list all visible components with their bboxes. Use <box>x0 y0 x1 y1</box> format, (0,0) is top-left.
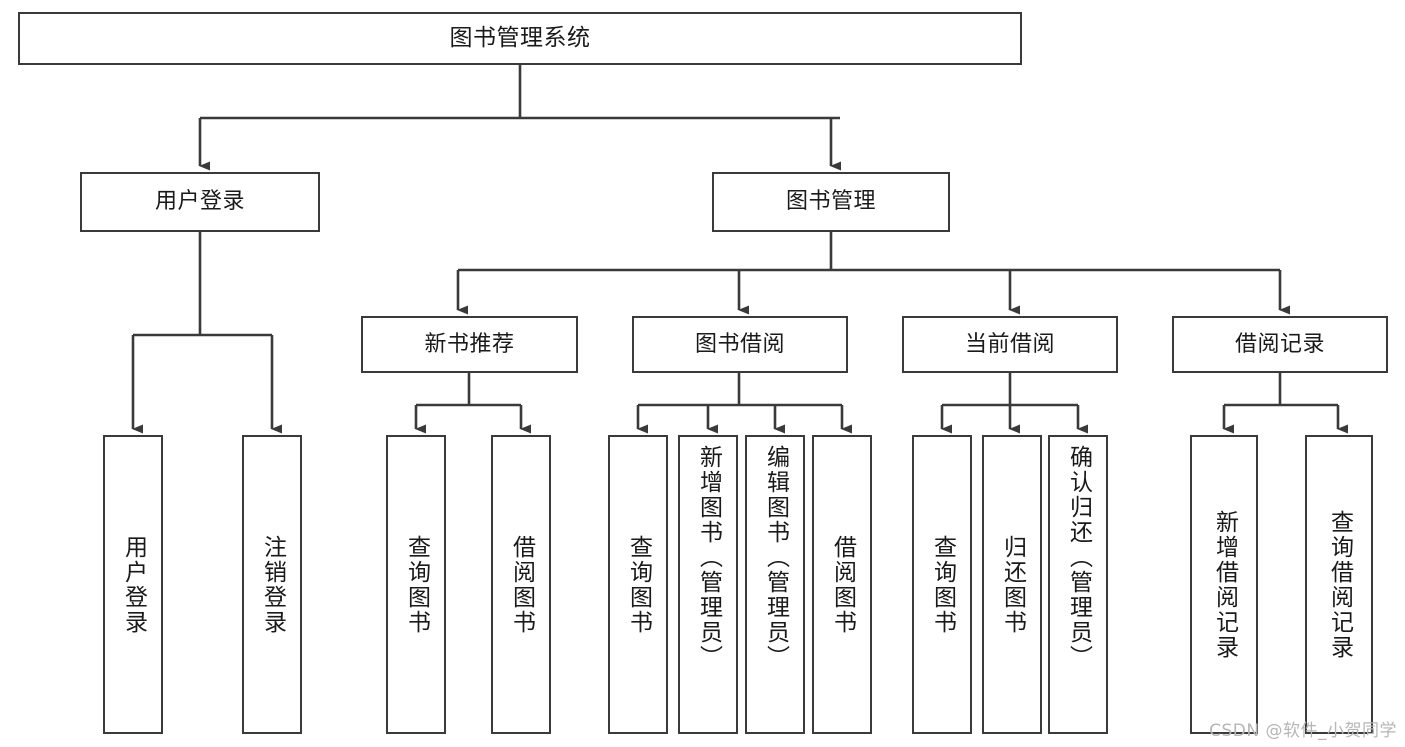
leaf-query-book-3[interactable]: 查询图书 <box>912 435 972 734</box>
leaf-borrow-book-1[interactable]: 借阅图书 <box>491 435 551 734</box>
node-label: 用户登录 <box>120 534 147 635</box>
node-label: 图书借阅 <box>694 331 785 357</box>
node-label: 编辑图书（管理员） <box>762 445 789 670</box>
leaf-borrow-book-2[interactable]: 借阅图书 <box>812 435 872 734</box>
node-label: 查询图书 <box>625 534 652 635</box>
leaf-query-record[interactable]: 查询借阅记录 <box>1305 435 1373 734</box>
node-label: 新增图书（管理员） <box>695 445 722 670</box>
node-new-book-recommend[interactable]: 新书推荐 <box>361 316 578 373</box>
node-root-system[interactable]: 图书管理系统 <box>18 12 1022 65</box>
leaf-confirm-return[interactable]: 确认归还（管理员） <box>1048 435 1108 734</box>
leaf-edit-book[interactable]: 编辑图书（管理员） <box>745 435 805 734</box>
node-label: 注销登录 <box>259 534 286 635</box>
node-label: 新书推荐 <box>424 331 515 357</box>
node-label: 用户登录 <box>154 189 245 215</box>
node-label: 查询借阅记录 <box>1326 509 1353 660</box>
node-label: 确认归还（管理员） <box>1065 445 1092 670</box>
node-label: 借阅图书 <box>508 534 535 635</box>
node-label: 当前借阅 <box>964 331 1055 357</box>
node-label: 查询图书 <box>403 534 430 635</box>
node-current-borrow[interactable]: 当前借阅 <box>902 316 1118 373</box>
node-borrow-record[interactable]: 借阅记录 <box>1172 316 1388 373</box>
node-label: 新增借阅记录 <box>1211 509 1238 660</box>
node-label: 借阅记录 <box>1234 331 1325 357</box>
node-book-borrow[interactable]: 图书借阅 <box>632 316 848 373</box>
node-user-login[interactable]: 用户登录 <box>80 172 320 232</box>
leaf-query-book-1[interactable]: 查询图书 <box>386 435 446 734</box>
leaf-return-book[interactable]: 归还图书 <box>982 435 1042 734</box>
node-label: 图书管理系统 <box>449 25 591 52</box>
leaf-add-record[interactable]: 新增借阅记录 <box>1190 435 1258 734</box>
node-label: 查询图书 <box>929 534 956 635</box>
leaf-logout-login[interactable]: 注销登录 <box>242 435 302 734</box>
node-label: 图书管理 <box>785 189 876 215</box>
leaf-query-book-2[interactable]: 查询图书 <box>608 435 668 734</box>
node-label: 归还图书 <box>999 534 1026 635</box>
node-book-management[interactable]: 图书管理 <box>712 172 950 232</box>
node-label: 借阅图书 <box>829 534 856 635</box>
leaf-user-login[interactable]: 用户登录 <box>103 435 163 734</box>
leaf-add-book[interactable]: 新增图书（管理员） <box>678 435 738 734</box>
